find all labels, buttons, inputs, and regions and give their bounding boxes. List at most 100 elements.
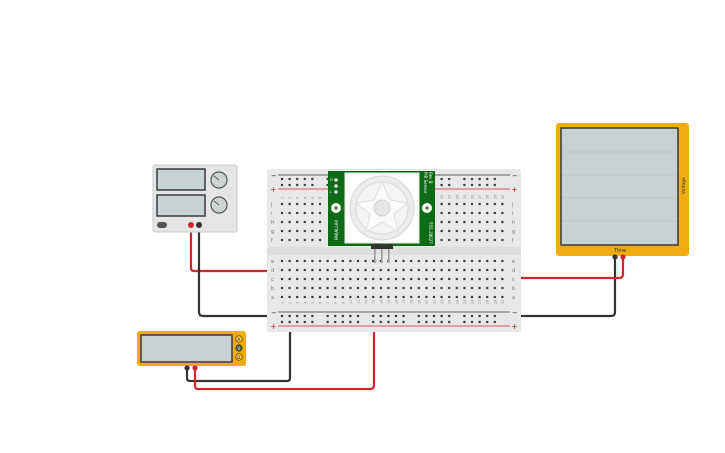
breadboard-hole[interactable] [296, 268, 299, 272]
breadboard-hole[interactable] [288, 211, 291, 215]
breadboard-hole[interactable] [303, 229, 306, 233]
breadboard-hole[interactable] [486, 183, 489, 187]
breadboard-hole[interactable] [493, 229, 496, 233]
breadboard-hole[interactable] [379, 286, 382, 290]
breadboard-hole[interactable] [288, 220, 291, 224]
breadboard-hole[interactable] [463, 229, 466, 233]
breadboard-hole[interactable] [402, 286, 405, 290]
breadboard-hole[interactable] [296, 211, 299, 215]
breadboard-hole[interactable] [372, 259, 375, 263]
breadboard-hole[interactable] [349, 268, 352, 272]
breadboard-hole[interactable] [410, 259, 413, 263]
breadboard-hole[interactable] [296, 202, 299, 206]
breadboard-hole[interactable] [334, 268, 337, 272]
breadboard-hole[interactable] [311, 220, 314, 224]
wire-meter-positive[interactable] [193, 276, 380, 391]
output-terminal-negative[interactable] [196, 222, 202, 228]
breadboard-hole[interactable] [296, 277, 299, 281]
breadboard-hole[interactable] [303, 295, 306, 299]
breadboard-hole[interactable] [280, 320, 284, 324]
breadboard-hole[interactable] [425, 320, 428, 324]
breadboard-hole[interactable] [334, 314, 337, 318]
breadboard-hole[interactable] [387, 277, 390, 281]
breadboard-hole[interactable] [440, 259, 443, 263]
breadboard-hole[interactable] [341, 295, 344, 299]
breadboard-hole[interactable] [440, 220, 443, 224]
multimeter-probe-negative[interactable] [184, 365, 190, 371]
breadboard-hole[interactable] [288, 259, 291, 263]
breadboard-hole[interactable] [303, 314, 306, 318]
breadboard-hole[interactable] [402, 268, 405, 272]
breadboard-hole[interactable] [486, 259, 489, 263]
breadboard-hole[interactable] [432, 259, 436, 263]
breadboard-hole[interactable] [493, 238, 496, 242]
breadboard-hole[interactable] [341, 277, 344, 281]
breadboard-hole[interactable] [326, 286, 329, 290]
breadboard-hole[interactable] [478, 268, 481, 272]
breadboard-hole[interactable] [394, 320, 398, 324]
power-supply[interactable] [152, 164, 238, 233]
breadboard-hole[interactable] [303, 238, 306, 242]
breadboard-hole[interactable] [432, 268, 436, 272]
breadboard-hole[interactable] [296, 314, 299, 318]
breadboard-hole[interactable] [349, 295, 352, 299]
breadboard-hole[interactable] [311, 183, 314, 187]
breadboard-hole[interactable] [432, 277, 436, 281]
breadboard-hole[interactable] [402, 259, 405, 263]
breadboard-hole[interactable] [478, 177, 481, 181]
breadboard-hole[interactable] [470, 268, 474, 272]
breadboard-hole[interactable] [478, 286, 481, 290]
breadboard-hole[interactable] [470, 286, 474, 290]
breadboard-hole[interactable] [440, 314, 443, 318]
wire-sensor-to-scope[interactable] [380, 258, 625, 280]
breadboard-hole[interactable] [288, 314, 291, 318]
breadboard-hole[interactable] [486, 202, 489, 206]
breadboard-hole[interactable] [303, 220, 306, 224]
breadboard-hole[interactable] [288, 277, 291, 281]
breadboard-hole[interactable] [326, 268, 329, 272]
breadboard-hole[interactable] [311, 320, 314, 324]
pir-pin-out[interactable] [388, 249, 390, 263]
breadboard-hole[interactable] [486, 177, 489, 181]
breadboard-hole[interactable] [379, 268, 382, 272]
breadboard-hole[interactable] [288, 286, 291, 290]
output-terminal-positive[interactable] [188, 222, 194, 228]
breadboard-hole[interactable] [448, 177, 451, 181]
breadboard-hole[interactable] [311, 314, 314, 318]
breadboard-hole[interactable] [440, 320, 443, 324]
oscilloscope-probe-negative[interactable] [612, 254, 618, 260]
breadboard-hole[interactable] [470, 220, 474, 224]
breadboard-hole[interactable] [470, 259, 474, 263]
breadboard-hole[interactable] [440, 177, 443, 181]
breadboard-hole[interactable] [455, 202, 458, 206]
breadboard-hole[interactable] [470, 295, 474, 299]
breadboard-hole[interactable] [394, 314, 398, 318]
breadboard-hole[interactable] [326, 314, 329, 318]
breadboard-hole[interactable] [478, 220, 481, 224]
breadboard-hole[interactable] [501, 295, 504, 299]
breadboard-hole[interactable] [280, 220, 284, 224]
breadboard-hole[interactable] [303, 183, 306, 187]
breadboard-hole[interactable] [288, 183, 291, 187]
breadboard-hole[interactable] [455, 277, 458, 281]
breadboard-hole[interactable] [341, 268, 344, 272]
breadboard-hole[interactable] [463, 268, 466, 272]
breadboard-hole[interactable] [311, 177, 314, 181]
breadboard-hole[interactable] [448, 183, 451, 187]
breadboard-hole[interactable] [455, 238, 458, 242]
breadboard-hole[interactable] [372, 268, 375, 272]
breadboard-hole[interactable] [311, 211, 314, 215]
breadboard-hole[interactable] [448, 229, 451, 233]
breadboard-hole[interactable] [280, 202, 284, 206]
breadboard-hole[interactable] [280, 314, 284, 318]
breadboard-hole[interactable] [356, 277, 360, 281]
breadboard-hole[interactable] [478, 277, 481, 281]
breadboard-hole[interactable] [394, 295, 398, 299]
breadboard-hole[interactable] [402, 314, 405, 318]
breadboard-hole[interactable] [478, 202, 481, 206]
breadboard-hole[interactable] [486, 211, 489, 215]
breadboard-hole[interactable] [501, 202, 504, 206]
breadboard-hole[interactable] [280, 177, 284, 181]
breadboard-hole[interactable] [455, 286, 458, 290]
breadboard-hole[interactable] [280, 229, 284, 233]
